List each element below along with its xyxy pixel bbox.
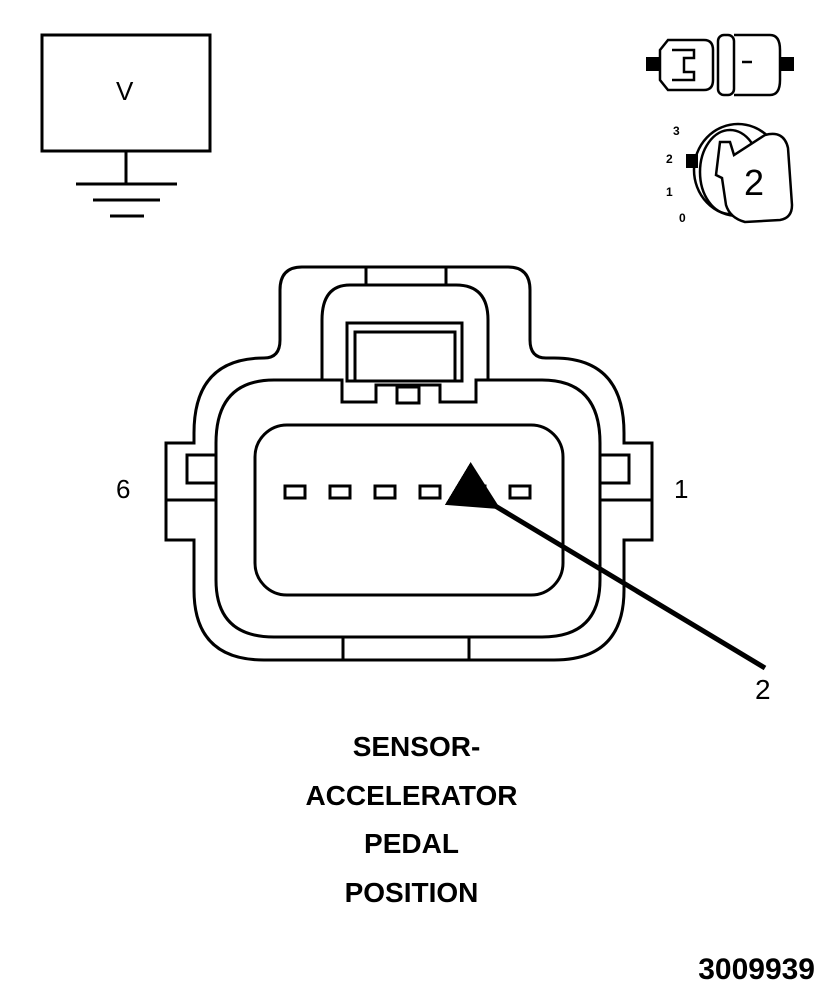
terminal-cavity-6 [283,484,307,500]
voltmeter-icon [40,33,212,218]
key-position-2: 2 [666,152,673,166]
key-position-number: 2 [744,162,765,203]
caption-line-3: PEDAL [364,828,459,859]
caption-line-1: SENSOR- [352,731,481,762]
caption-line-2: ACCELERATOR [305,780,518,811]
callout-arrow [444,461,767,671]
connector-body [164,265,654,662]
callout-number: 2 [755,674,771,705]
ignition-key-icon [686,122,794,224]
terminal-cavities [283,484,532,500]
terminal-cavity-5 [328,484,352,500]
pin-6-label: 6 [116,474,131,504]
figure-number: 3009939 [698,953,815,986]
caption-line-4: POSITION [344,877,479,908]
disconnect-connector-icon [646,33,794,97]
key-position-3: 3 [673,124,680,138]
voltmeter-label: V [116,76,134,106]
terminal-cavity-1 [508,484,532,500]
terminal-cavity-4 [373,484,397,500]
terminal-cavity-3 [418,484,442,500]
key-position-0: 0 [679,211,686,225]
key-position-1: 1 [666,185,673,199]
terminal-cavity-2 [463,484,487,500]
pin-1-label: 1 [674,474,689,504]
